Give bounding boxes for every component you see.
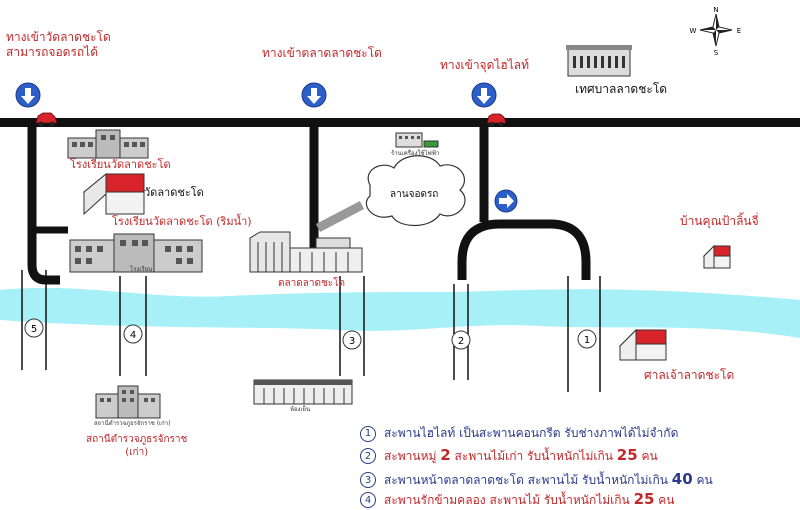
legend-text: สะพานหน้าตลาดลาดชะโด สะพานไม้ รับน้ำหนัก… [384,470,713,490]
bridge-2 [453,284,469,380]
compass-w: W [690,27,697,35]
main-road [0,118,800,127]
bridge-marker-4-label: 4 [130,330,136,341]
school-small-label: โรงเรียน [130,266,153,273]
legend-capacity: 25 [633,490,655,508]
parking-cloud [365,155,466,226]
police-small-label: สถานีตำรวจภูธรจักราช (เก่า) [94,420,171,427]
legend-row-1: 1 สะพานไฮไลท์ เป็นสะพานคอนกรีต รับช่างภา… [360,424,678,443]
riverside-school-icon [69,233,203,273]
temple-icon [82,172,145,216]
legend-number: 2 [360,448,376,464]
wat-label: วัดลาดชะโด [144,186,204,199]
shrine-icon [618,328,667,361]
municipality-building-icon [566,45,632,77]
right-arrow-icon [494,189,518,213]
legend-unit: คน [641,449,658,463]
highlight-loop-road [457,219,591,280]
bridge-marker-3: 3 [342,330,362,350]
bridge-5 [21,270,47,370]
bridge-marker-4: 4 [123,324,143,344]
car-icon [35,112,58,127]
compass-e: E [737,27,741,35]
police-label: สถานีตำรวจภูธรจักราช (เก่า) [86,434,188,458]
legend-number: 3 [360,472,376,488]
bridge-marker-5-label: 5 [31,324,37,335]
police-station-icon [95,385,161,419]
down-arrow-icon [15,82,41,108]
bridge-marker-1: 1 [577,329,597,349]
school-riverside-label: โรงเรียนวัดลาดชะโด (ริมน้ำ) [112,215,252,228]
school-building-icon [67,129,149,159]
bridge-1 [567,276,601,392]
aunt-house-label: บ้านคุณป้าลิ้นจี่ [680,214,759,228]
bridge-marker-1-label: 1 [584,335,590,346]
compass-icon: N S E W [690,6,742,57]
legend-text: สะพานหมู่ 2 สะพานไม้เก่า รับน้ำหนักไม่เก… [384,446,658,466]
car-icon [486,113,507,127]
shop-small-label: ร้านเครื่องใช้ไฟฟ้า [391,150,440,157]
legend-unit: คน [696,473,713,487]
market-entrance-label: ทางเข้าตลาดลาดชะโด [262,46,382,60]
market-building-icon [249,231,363,273]
bridge-marker-2-label: 2 [458,336,464,347]
down-arrow-icon [471,82,497,108]
wat-entrance-label: ทางเข้าวัดลาดชะโด สามารถจอดรถได้ [6,30,111,59]
bridge-4 [119,276,147,376]
legend-number-big: 2 [440,446,451,464]
legend-capacity: 40 [671,470,693,488]
legend-number: 1 [360,425,376,442]
municipality-label: เทศบาลลาดชะโด [575,82,668,96]
parking-label: ลานจอดรถ [390,189,439,200]
legend-row-3: 3 สะพานหน้าตลาดลาดชะโด สะพานไม้ รับน้ำหน… [360,470,713,490]
legend-row-2: 2 สะพานหมู่ 2 สะพานไม้เก่า รับน้ำหนักไม่… [360,446,658,466]
highlight-entrance-label: ทางเข้าจุดไฮไลท์ [440,58,530,72]
school-wat-label: โรงเรียนวัดลาดชะโด [70,158,171,171]
legend-text-pre: สะพานหน้าตลาดลาดชะโด สะพานไม้ รับน้ำหนัก… [384,473,668,487]
legend-text-pre: สะพานรักข้ามคลอง สะพานไม้ รับน้ำหนักไม่เ… [384,493,630,507]
legend-text-mid: สะพานไม้เก่า รับน้ำหนักไม่เกิน [454,449,613,463]
parking-road [315,201,365,232]
shrine-label: ศาลเจ้าลาดชะโด [644,368,735,382]
legend-text-pre: สะพานหมู่ [384,449,437,463]
compass-s: S [714,49,719,57]
legend-capacity: 25 [616,446,638,464]
bridge-marker-5: 5 [24,318,44,338]
market-label: ตลาดลาดชะโด [278,278,345,289]
legend-text: สะพานรักข้ามคลอง สะพานไม้ รับน้ำหนักไม่เ… [384,490,675,510]
bridge-3 [339,276,365,376]
bridge-marker-2: 2 [451,330,471,350]
legend-text: สะพานไฮไลท์ เป็นสะพานคอนกรีต รับช่างภาพไ… [384,426,679,440]
compass-n: N [713,6,718,14]
bridge-marker-3-label: 3 [349,336,355,347]
house-icon [702,244,731,269]
shop-building-icon [395,132,439,148]
legend-unit: คน [658,493,675,507]
wat-road [27,122,60,285]
down-arrow-icon [301,82,327,108]
cold-storage-icon [253,379,353,405]
legend-row-4: 4 สะพานรักข้ามคลอง สะพานไม้ รับน้ำหนักไม… [360,490,675,510]
legend-number: 4 [360,492,376,508]
cold-storage-label: ห้องเย็น [290,406,311,413]
